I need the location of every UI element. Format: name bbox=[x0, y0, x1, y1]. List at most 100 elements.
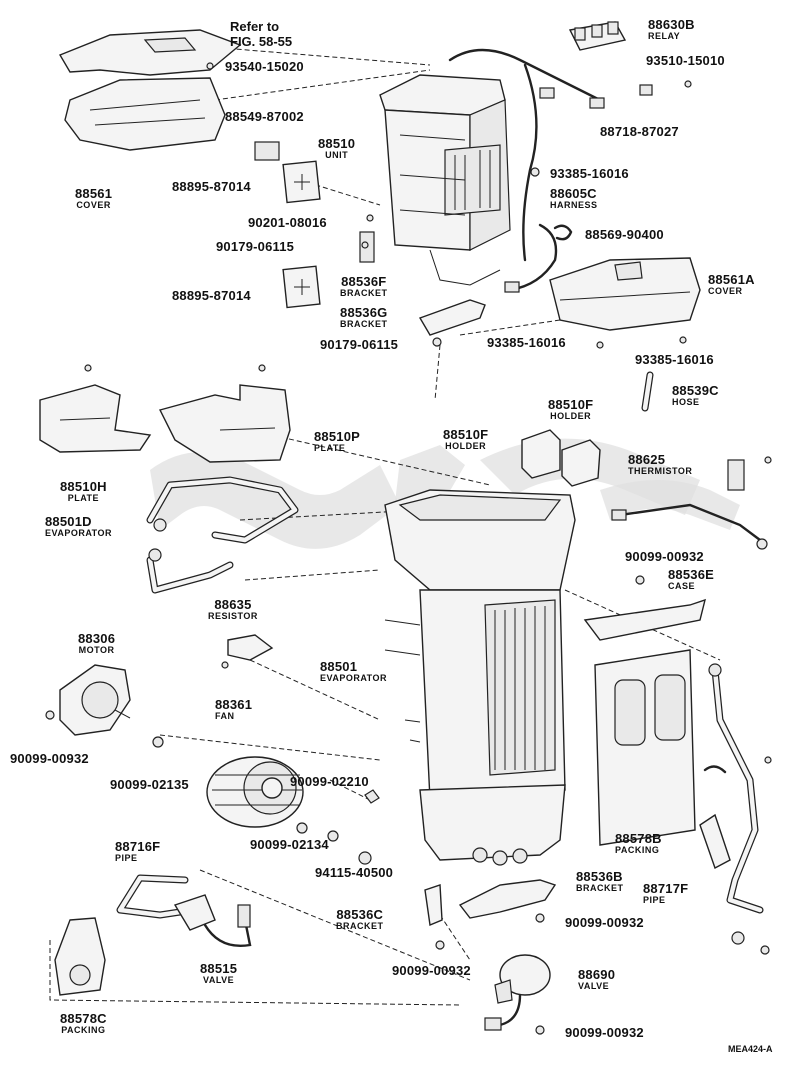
part-label-90099-00932-a[interactable]: 90099-00932 bbox=[625, 550, 704, 563]
hose-88539C-part bbox=[641, 371, 654, 412]
part-label-88549-87002[interactable]: 88549-87002 bbox=[225, 110, 304, 123]
plate-88549-part bbox=[254, 141, 280, 161]
relay-88630B-part bbox=[568, 21, 627, 51]
holder-88510F-b-part bbox=[561, 439, 601, 487]
part-number: 90099-00932 bbox=[625, 549, 704, 564]
nut-90099-02135-part bbox=[152, 736, 164, 748]
part-number: 88510 bbox=[318, 136, 356, 151]
part-label-90099-00932-c[interactable]: 90099-00932 bbox=[565, 916, 644, 929]
part-number: 93540-15020 bbox=[225, 59, 304, 74]
part-label-90179-06115-b[interactable]: 90179-06115 bbox=[320, 338, 398, 351]
part-label-90099-02210[interactable]: 90099-02210 bbox=[290, 775, 369, 788]
part-label-90201-08016[interactable]: 90201-08016 bbox=[248, 216, 327, 229]
part-label-88895-87014-b[interactable]: 88895-87014 bbox=[172, 289, 251, 302]
part-name: CASE bbox=[668, 581, 696, 591]
part-name: HOLDER bbox=[550, 411, 592, 421]
part-name: BRACKET bbox=[336, 921, 384, 931]
part-number: 90099-02134 bbox=[250, 837, 329, 852]
figure-code: MEA424-A bbox=[728, 1044, 773, 1054]
part-name: PLATE bbox=[67, 493, 100, 503]
part-number: 90099-00932 bbox=[565, 1025, 644, 1040]
part-name: HOSE bbox=[672, 397, 700, 407]
thermistor-88625-part bbox=[611, 456, 772, 550]
part-name: VALVE bbox=[578, 981, 610, 991]
motor-88306-part bbox=[45, 664, 131, 736]
part-number: 88895-87014 bbox=[172, 179, 251, 194]
part-label-90179-06115-a[interactable]: 90179-06115 bbox=[216, 240, 294, 253]
part-name: EVAPORATOR bbox=[45, 528, 113, 538]
part-number: 88625 bbox=[628, 452, 666, 467]
part-number: 88578B bbox=[615, 831, 662, 846]
part-name: FAN bbox=[215, 711, 235, 721]
part-name: PACKING bbox=[61, 1025, 106, 1035]
part-label-93385-16016-b[interactable]: 93385-16016 bbox=[487, 336, 566, 349]
resistor-88635-part bbox=[227, 634, 274, 661]
part-label-90099-00932-d[interactable]: 90099-00932 bbox=[392, 964, 471, 977]
part-name: EVAPORATOR bbox=[320, 673, 388, 683]
part-number: 88510H bbox=[60, 479, 107, 494]
part-number: 88510F bbox=[443, 427, 489, 442]
part-number: 88561A bbox=[708, 272, 755, 287]
valve-88515-part bbox=[173, 894, 252, 947]
part-number: 88501 bbox=[320, 659, 358, 674]
part-label-90099-00932-b[interactable]: 90099-00932 bbox=[10, 752, 89, 765]
part-number: 88549-87002 bbox=[225, 109, 304, 124]
part-label-88569-90400[interactable]: 88569-90400 bbox=[585, 228, 664, 241]
part-label-93385-16016-a[interactable]: 93385-16016 bbox=[550, 167, 629, 180]
part-label-93385-16016-c[interactable]: 93385-16016 bbox=[635, 353, 714, 366]
part-label-90099-02135[interactable]: 90099-02135 bbox=[110, 778, 189, 791]
part-name: BRACKET bbox=[340, 319, 388, 329]
reference-line-1: Refer to bbox=[230, 19, 280, 34]
plate-88510P-part bbox=[158, 364, 291, 463]
part-number: 93510-15010 bbox=[646, 53, 725, 68]
part-name: COVER bbox=[708, 286, 743, 296]
part-name: HOLDER bbox=[445, 441, 487, 451]
bracket-88536B-part bbox=[458, 879, 557, 919]
part-label-93510-15010[interactable]: 93510-15010 bbox=[646, 54, 725, 67]
part-label-90099-02134[interactable]: 90099-02134 bbox=[250, 838, 329, 851]
part-name: THERMISTOR bbox=[628, 466, 693, 476]
part-number: 90099-02135 bbox=[110, 777, 189, 792]
part-number: 93385-16016 bbox=[635, 352, 714, 367]
bracket-88718-part bbox=[639, 84, 653, 96]
part-name: PIPE bbox=[115, 853, 138, 863]
part-name: BRACKET bbox=[340, 288, 388, 298]
part-label-94115-40500[interactable]: 94115-40500 bbox=[315, 866, 393, 879]
part-label-88718-87027[interactable]: 88718-87027 bbox=[600, 125, 679, 138]
part-number: 88536E bbox=[668, 567, 715, 582]
part-number: 88895-87014 bbox=[172, 288, 251, 303]
part-number: 88536G bbox=[340, 305, 388, 320]
cover-88561A-part bbox=[549, 257, 701, 331]
part-label-90099-00932-e[interactable]: 90099-00932 bbox=[565, 1026, 644, 1039]
part-number: 88539C bbox=[672, 383, 719, 398]
part-label-93540-15020[interactable]: 93540-15020 bbox=[225, 60, 304, 73]
part-label-88895-87014-a[interactable]: 88895-87014 bbox=[172, 180, 251, 193]
